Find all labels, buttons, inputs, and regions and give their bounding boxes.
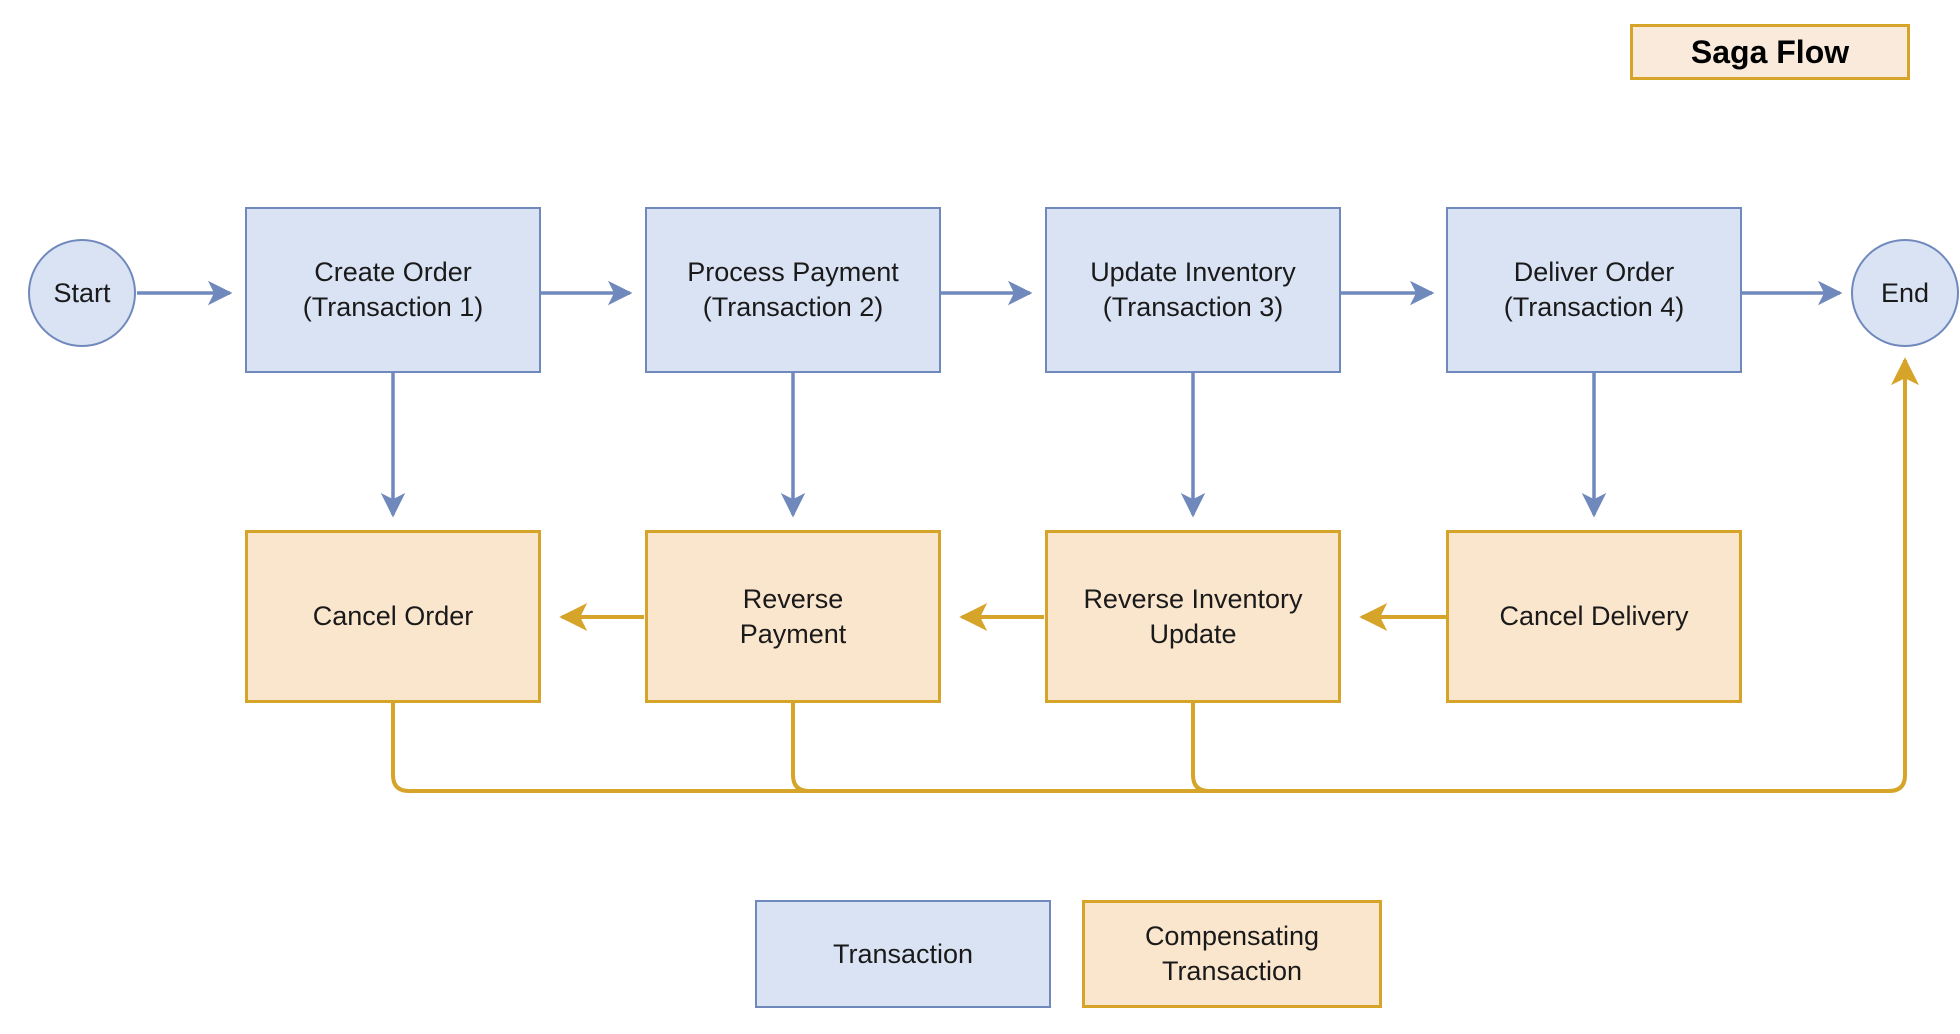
legend-compensating-swatch: Compensating Transaction	[1082, 900, 1382, 1008]
diagram-title-badge: Saga Flow	[1630, 24, 1910, 80]
transaction-node-label: Deliver Order (Transaction 4)	[1503, 257, 1685, 322]
compensating-node-cancel-delivery[interactable]: Cancel Delivery	[1446, 530, 1742, 703]
start-node-label: Start	[53, 277, 111, 308]
start-node[interactable]: Start	[28, 239, 136, 347]
edge-reverse-inventory-to-end	[1191, 703, 1300, 793]
legend-compensating-label: Compensating Transaction	[1144, 921, 1320, 986]
compensating-node-reverse-inventory-update[interactable]: Reverse Inventory Update	[1045, 530, 1341, 703]
transaction-node-label: Create Order (Transaction 1)	[302, 257, 484, 322]
legend-transaction-label: Transaction	[832, 938, 974, 969]
compensating-node-label: Reverse Payment	[739, 583, 847, 649]
transaction-node-process-payment[interactable]: Process Payment (Transaction 2)	[645, 207, 941, 373]
edge-reverse-payment-to-end	[791, 703, 900, 793]
transaction-node-label: Update Inventory (Transaction 3)	[1090, 257, 1296, 322]
page-title: Saga Flow	[1690, 33, 1850, 70]
end-node[interactable]: End	[1851, 239, 1959, 347]
compensating-node-label: Reverse Inventory Update	[1083, 583, 1303, 649]
transaction-node-label: Process Payment (Transaction 2)	[687, 257, 899, 322]
end-node-label: End	[1880, 277, 1930, 308]
compensating-node-label: Cancel Delivery	[1499, 601, 1689, 632]
transaction-node-deliver-order[interactable]: Deliver Order (Transaction 4)	[1446, 207, 1742, 373]
transaction-node-update-inventory[interactable]: Update Inventory (Transaction 3)	[1045, 207, 1341, 373]
compensating-node-label: Cancel Order	[312, 601, 474, 632]
compensating-node-cancel-order[interactable]: Cancel Order	[245, 530, 541, 703]
compensating-node-reverse-payment[interactable]: Reverse Payment	[645, 530, 941, 703]
legend-transaction-swatch: Transaction	[755, 900, 1051, 1008]
transaction-node-create-order[interactable]: Create Order (Transaction 1)	[245, 207, 541, 373]
